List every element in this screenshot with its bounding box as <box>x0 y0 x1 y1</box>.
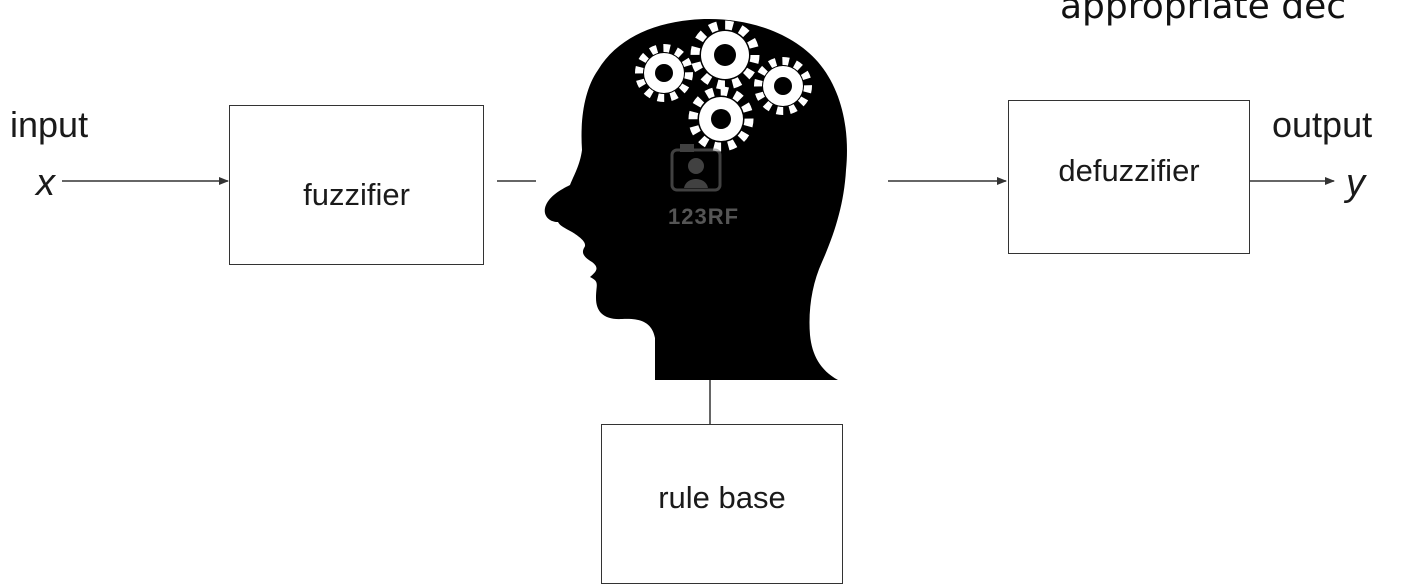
fuzzifier-block: fuzzifier <box>229 105 484 265</box>
rule-base-block: rule base <box>601 424 843 584</box>
output-label: output <box>1272 104 1373 145</box>
gear-icon <box>688 86 754 152</box>
output-symbol: y <box>1346 162 1365 204</box>
gear-icon <box>690 20 760 90</box>
watermark-text: 123RF <box>668 204 740 229</box>
fuzzifier-label: fuzzifier <box>303 177 410 212</box>
gear-icon <box>754 57 812 115</box>
rule-base-label: rule base <box>658 480 786 515</box>
gear-icon <box>635 44 693 102</box>
defuzzifier-label: defuzzifier <box>1058 153 1200 188</box>
human-head-silhouette-icon <box>544 19 847 381</box>
camera-watermark-icon <box>670 144 722 192</box>
caption-text: appropriate dec <box>1060 0 1347 27</box>
defuzzifier-block: defuzzifier <box>1008 100 1250 254</box>
input-symbol: x <box>36 162 55 204</box>
input-label: input <box>10 104 89 145</box>
